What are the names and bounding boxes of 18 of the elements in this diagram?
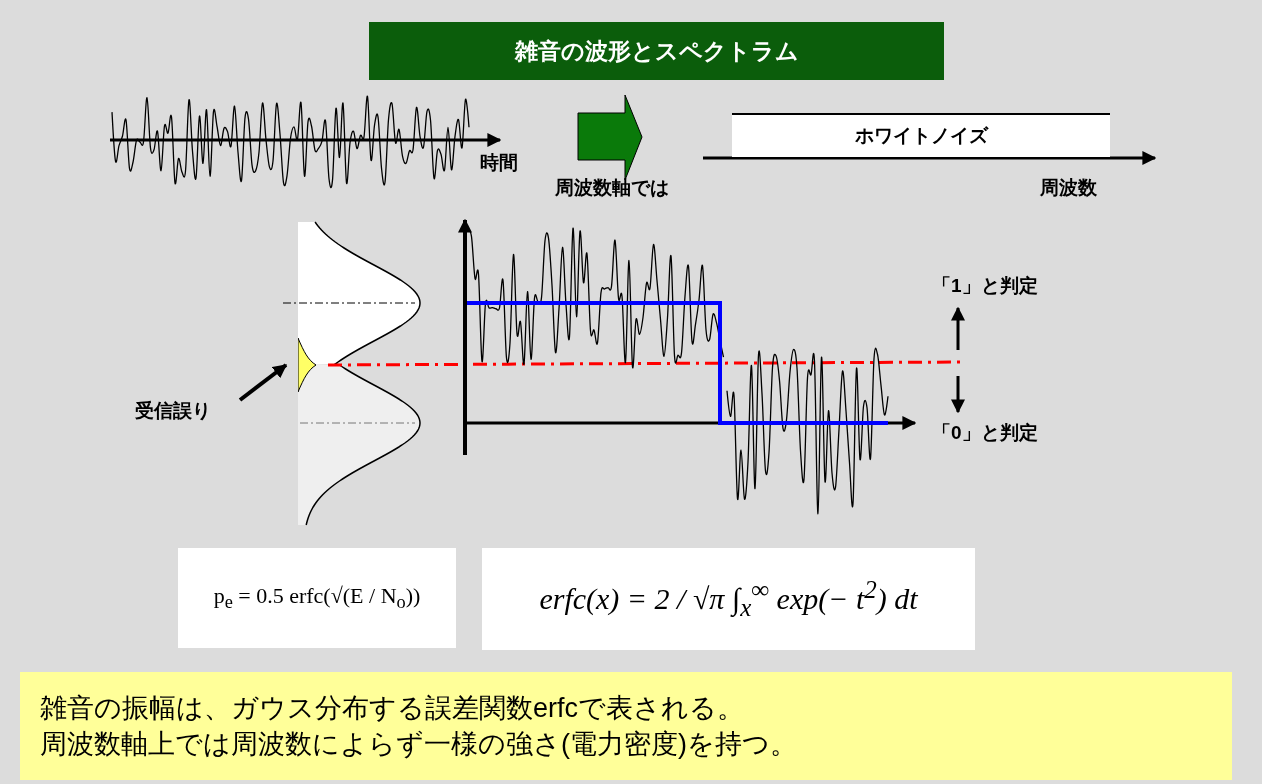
node-text: erfc(x) = 2 / √π ∫$_{x}$$^{∞}$ exp(− t$^{2}$) dt [539,575,918,624]
axis-label: 周波数 [1040,176,1097,200]
note-text: 雑音の振幅は、ガウス分布する誤差関数erfcで表される。 [40,691,744,725]
node-text: 受信誤り [135,399,211,424]
formula-box [482,548,975,650]
spectrum-band [732,113,1110,157]
formula-box [178,548,456,648]
leader-arrow [238,363,288,402]
axis-label: 「0」と判定 [932,421,1038,445]
axis-label: 「1」と判定 [932,274,1038,298]
node-text: p$_{e}$ = 0.5 erfc(√(E / N$_{o}$)) [213,581,421,615]
note-text: 周波数軸上では周波数によらず一様の強さ(電力密度)を持つ。 [40,728,797,761]
title-banner: 雑音の波形とスペクトラム [369,22,944,80]
axis-label: 時間 [480,151,518,175]
error-region [298,338,316,392]
axis-label: 周波数軸では [555,176,669,200]
node-text: ホワイトノイズ [854,124,988,149]
note-box [20,672,1232,780]
